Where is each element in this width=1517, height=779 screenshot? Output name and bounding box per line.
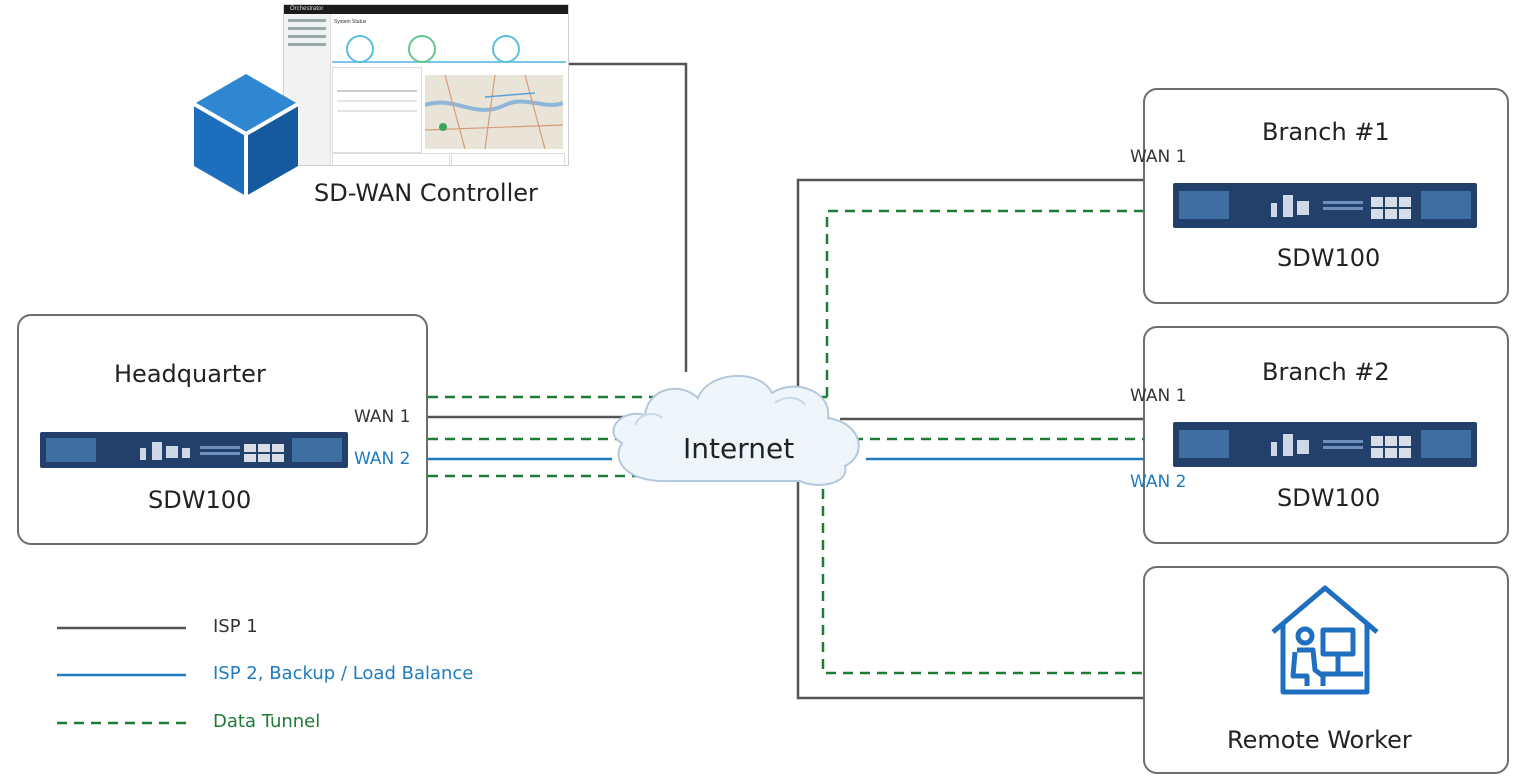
branch1-router-icon <box>1173 183 1477 228</box>
hq-router-icon <box>40 432 348 468</box>
legend-isp2-label: ISP 2, Backup / Load Balance <box>213 663 474 684</box>
controller-label: SD-WAN Controller <box>314 179 538 207</box>
branch2-router-icon <box>1173 422 1477 467</box>
remote-isp1-link <box>796 480 1143 700</box>
headquarter-device-label: SDW100 <box>148 486 252 514</box>
dashboard-table-panel <box>332 67 422 153</box>
hq-wan2-label: WAN 2 <box>354 449 411 469</box>
controller-isp1-link <box>567 62 688 372</box>
remote-worker-title: Remote Worker <box>1227 726 1412 754</box>
legend-tunnel-label: Data Tunnel <box>213 711 321 732</box>
branch2-wan2-label: WAN 2 <box>1130 472 1187 492</box>
branch1-device-label: SDW100 <box>1277 244 1381 272</box>
remote-worker-node <box>1143 566 1509 774</box>
dashboard-section-title: System Status <box>334 19 367 25</box>
gauge-icon <box>492 35 520 63</box>
branch2-wan1-label: WAN 1 <box>1130 386 1187 406</box>
controller-cube-icon <box>193 74 299 196</box>
branch1-wan1-link <box>796 178 1143 388</box>
hq-wan1-label: WAN 1 <box>354 407 411 427</box>
dashboard-status-panel: System Status <box>332 17 566 63</box>
tunnel-remote <box>428 474 1143 675</box>
internet-label: Internet <box>683 432 795 465</box>
dashboard-map <box>424 74 564 150</box>
headquarter-node <box>17 314 428 545</box>
gauge-icon <box>346 35 374 63</box>
dashboard-bottom-panel-1 <box>332 153 450 165</box>
branch2-title: Branch #2 <box>1262 358 1390 386</box>
legend-isp1-label: ISP 1 <box>213 616 258 637</box>
headquarter-title: Headquarter <box>114 360 266 388</box>
dashboard-app-name: Orchestrator <box>290 6 324 12</box>
branch1-wan1-label: WAN 1 <box>1130 147 1187 167</box>
controller-dashboard-screenshot: Orchestrator System Status <box>283 4 569 166</box>
gauge-icon <box>408 35 436 63</box>
branch1-title: Branch #1 <box>1262 118 1390 146</box>
dashboard-bottom-panel-2 <box>451 153 565 165</box>
dashboard-topbar: Orchestrator <box>284 5 568 14</box>
tunnel-branch1 <box>825 209 1143 397</box>
legend-swatches <box>57 626 186 725</box>
branch2-device-label: SDW100 <box>1277 484 1381 512</box>
internet-cloud-icon <box>612 374 860 486</box>
remote-worker-house-icon <box>1271 585 1379 695</box>
